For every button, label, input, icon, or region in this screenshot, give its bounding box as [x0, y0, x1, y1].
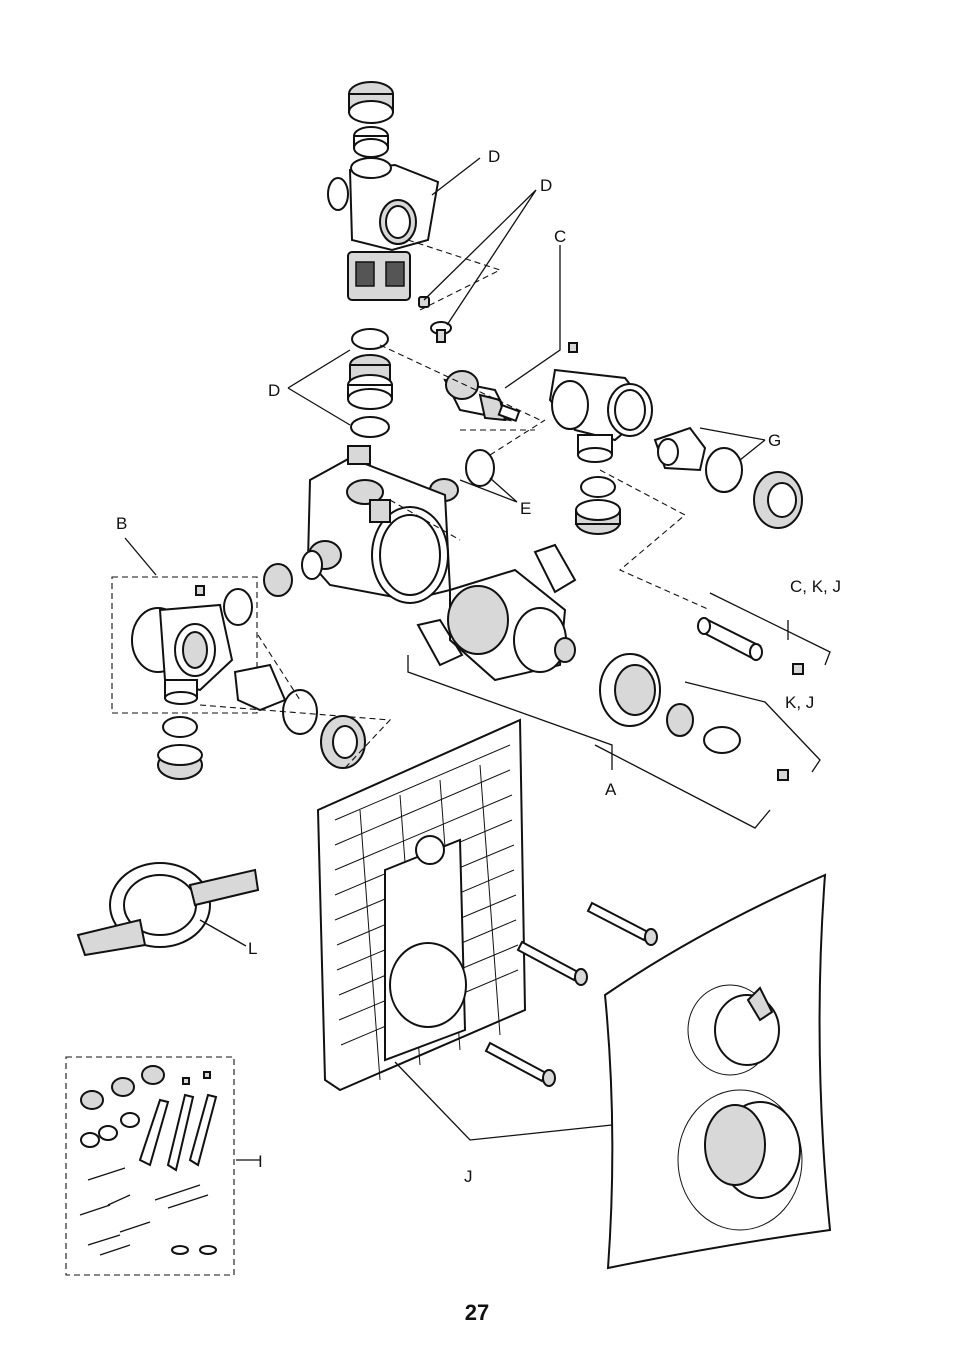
- label-a: A: [605, 781, 616, 798]
- label-c: C: [554, 228, 566, 245]
- cartridge-c: [445, 371, 519, 421]
- right-tee-g: [550, 343, 652, 462]
- main-valve-body: [224, 446, 450, 625]
- label-l: L: [248, 940, 257, 957]
- nut-under-tee: [576, 477, 620, 534]
- label-j: J: [464, 1168, 473, 1185]
- accessory-kit-i: [66, 1057, 234, 1275]
- label-kj: K, J: [785, 694, 814, 711]
- label-d-top: D: [488, 148, 500, 165]
- label-i: I: [258, 1153, 263, 1170]
- page-number: 27: [0, 1300, 954, 1326]
- top-elbow-assembly: [328, 82, 438, 300]
- label-b: B: [116, 515, 127, 532]
- mounting-frame: [318, 720, 525, 1090]
- label-d-left: D: [268, 382, 280, 399]
- spindle-extension: [698, 618, 803, 674]
- label-ckj: C, K, J: [790, 578, 841, 595]
- assembly-key-l: [78, 863, 258, 955]
- label-g: G: [768, 432, 781, 449]
- screws-d: [419, 297, 451, 342]
- seat-and-orings-d: [348, 329, 392, 437]
- label-e: E: [520, 500, 531, 517]
- label-d-screws: D: [540, 177, 552, 194]
